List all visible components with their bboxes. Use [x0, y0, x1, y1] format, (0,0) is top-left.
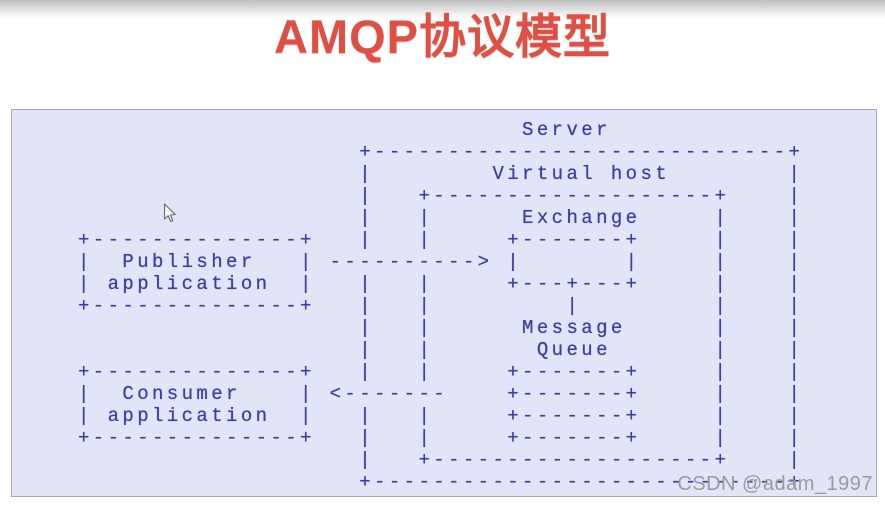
page-top-gradient: [0, 0, 885, 18]
amqp-diagram-panel: Server +----------------------------+ | …: [11, 109, 877, 497]
ascii-diagram: Server +----------------------------+ | …: [78, 119, 804, 493]
watermark-text: CSDN @adam_1997: [677, 473, 873, 495]
mouse-cursor-icon: [163, 203, 178, 224]
page-title: AMQP协议模型: [274, 10, 611, 63]
